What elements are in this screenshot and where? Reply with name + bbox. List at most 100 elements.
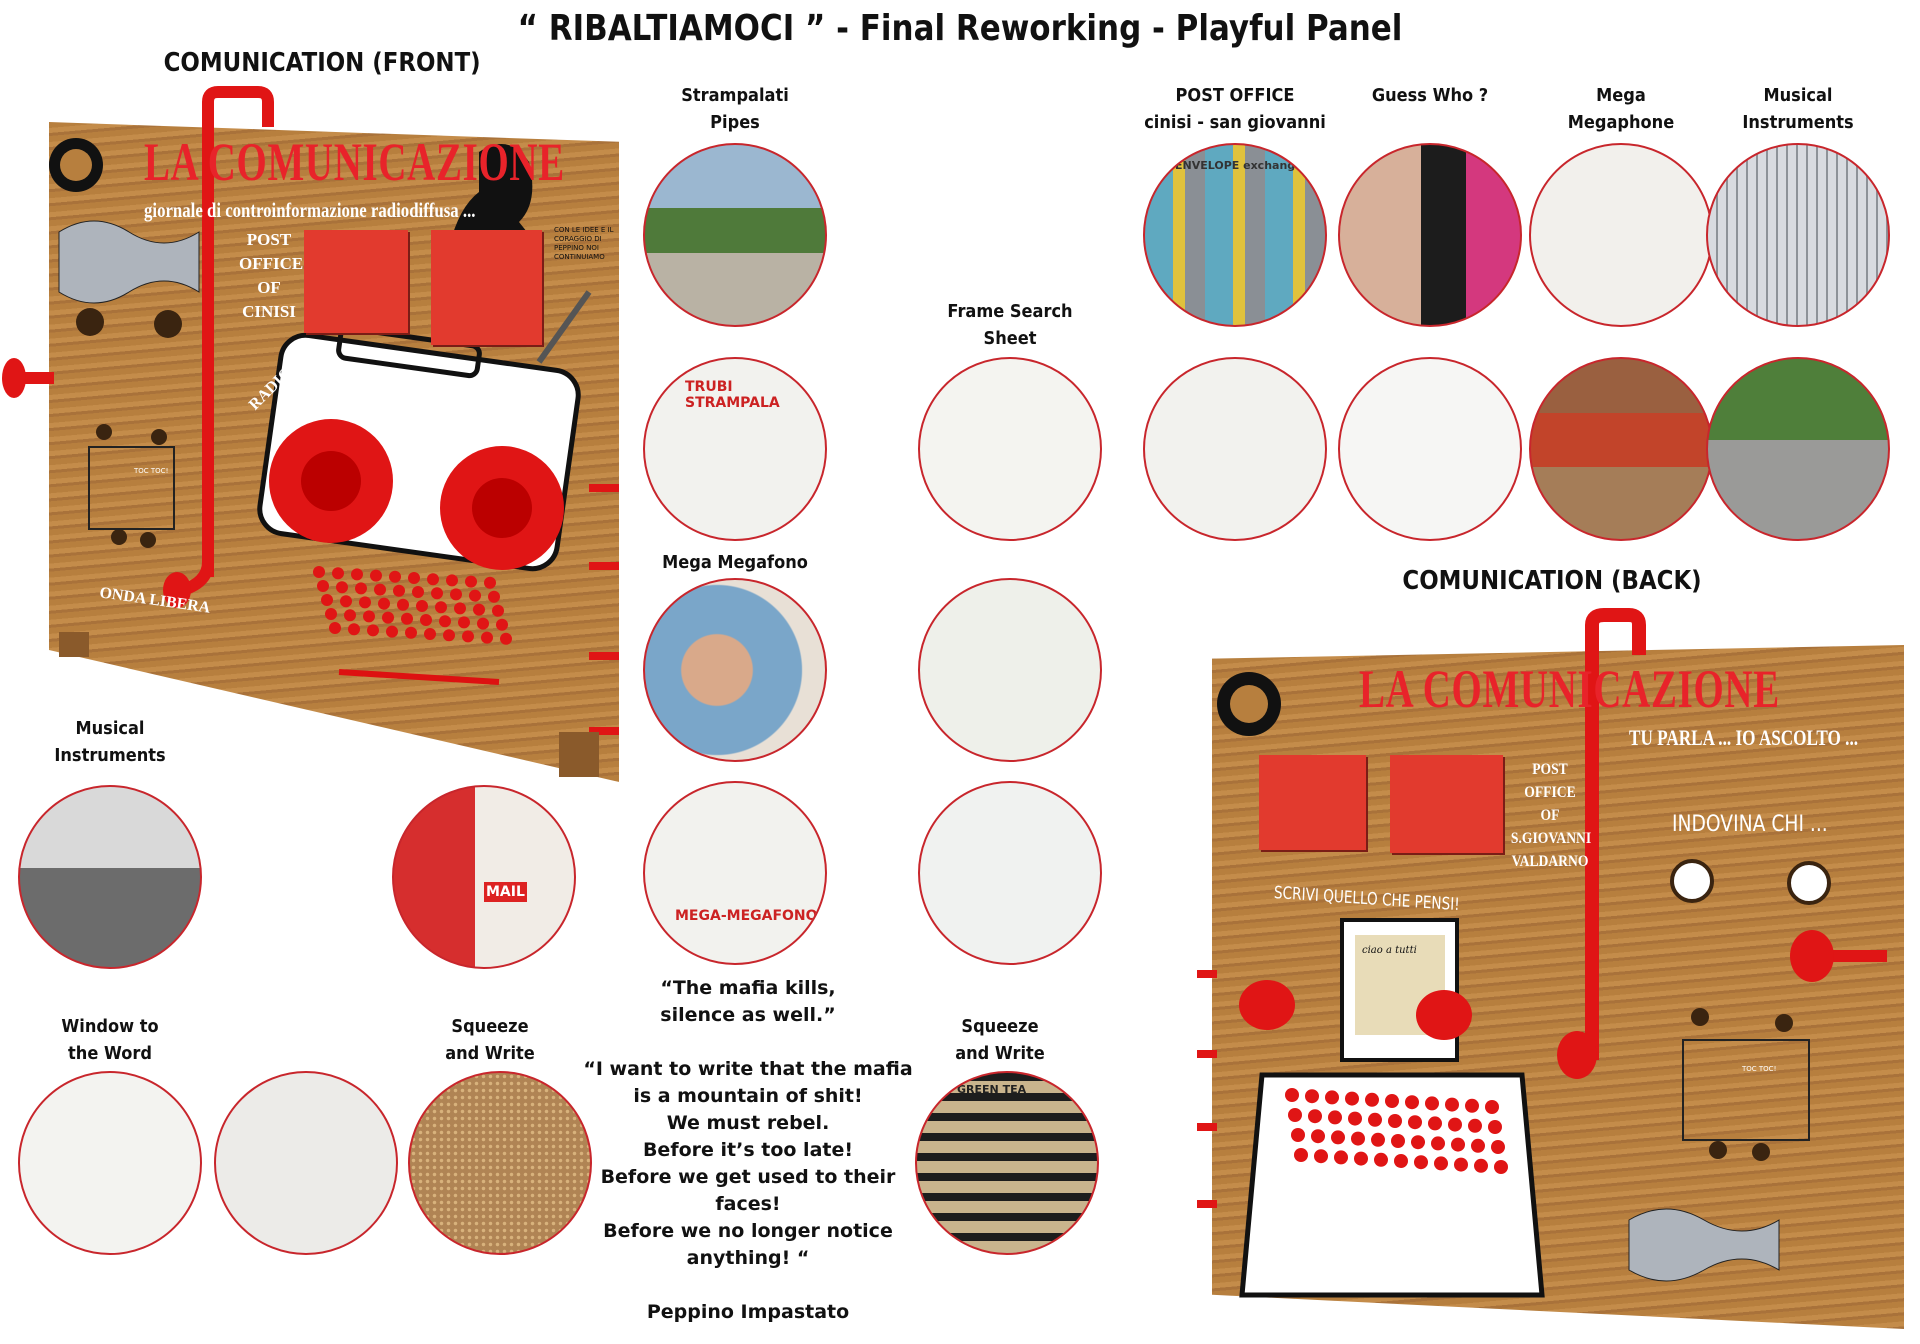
key (1428, 1116, 1442, 1131)
key (405, 626, 417, 639)
key (1448, 1117, 1462, 1132)
key (1394, 1154, 1408, 1168)
key (1328, 1110, 1342, 1125)
key (351, 568, 363, 581)
knock-box (88, 446, 175, 530)
sketch-post-office (1143, 357, 1327, 541)
key (408, 572, 420, 584)
quote-block: “The mafia kills,silence as well.”“I wan… (560, 975, 936, 1326)
quote-line: We must rebel. (666, 1112, 830, 1134)
key (1491, 1140, 1505, 1154)
key (1434, 1156, 1448, 1171)
photo-guess-who (1338, 143, 1522, 327)
wave-chimes-icon (58, 220, 200, 304)
key (1374, 1152, 1388, 1167)
paper-text: ciao a tutti (1362, 945, 1417, 956)
sketch-strampalati-pipes: TRUBI STRAMPALA (643, 357, 827, 541)
hand-mail-box[interactable] (431, 230, 542, 345)
key (1425, 1096, 1439, 1111)
key (389, 570, 401, 583)
key (382, 611, 394, 624)
key (412, 586, 424, 598)
sketch-window-blue (214, 1071, 398, 1255)
key (1451, 1137, 1465, 1152)
key (1351, 1131, 1365, 1146)
key (313, 566, 325, 578)
quote-line: anything! “ (686, 1247, 810, 1269)
key (332, 567, 344, 580)
key (469, 589, 481, 602)
back-panel-title: LA COMUNICAZIONE (1359, 659, 1780, 719)
key (348, 623, 360, 636)
photo-megaphone-horns (1529, 357, 1713, 541)
photo-mega-megafono (643, 578, 827, 762)
knock-box (1682, 1039, 1810, 1141)
photo-strampalati-pipes (643, 143, 827, 327)
key (496, 618, 508, 631)
hand-mail-box[interactable] (1390, 755, 1503, 853)
front-panel-graphics (2, 86, 619, 777)
quote-line: silence as well.” (660, 1004, 836, 1026)
sketch-frame-blue (918, 781, 1102, 965)
key (427, 573, 439, 586)
toc-toc-label: TOC TOC! (134, 467, 169, 475)
key (325, 608, 337, 620)
key (374, 583, 386, 596)
quote-author: Peppino Impastato (646, 1301, 850, 1323)
key (1488, 1120, 1502, 1134)
key (1445, 1097, 1459, 1112)
red-pipe (1585, 608, 1646, 1060)
key (1391, 1134, 1405, 1148)
key (317, 580, 329, 592)
key (329, 622, 341, 634)
key (443, 629, 455, 642)
key (462, 630, 474, 643)
key (378, 597, 390, 610)
sketch-guess-who (1338, 357, 1522, 541)
front-panel: LA COMUNICAZIONE giornale di controinfor… (2, 86, 619, 782)
back-panel: LA COMUNICAZIONE TU PARLA ... IO ASCOLTO… (1197, 608, 1904, 1329)
key (458, 616, 470, 629)
quote-line: “I want to write that the mafia (583, 1058, 913, 1080)
key (1431, 1136, 1445, 1151)
key (1494, 1160, 1508, 1174)
photo-park-pipes (1706, 357, 1890, 541)
mail-slot-box[interactable] (1259, 755, 1366, 850)
key (336, 581, 348, 594)
key (1345, 1091, 1359, 1106)
guess-who-label: INDOVINA CHI ... (1672, 812, 1828, 837)
key (1388, 1114, 1402, 1128)
page-title: “ RIBALTIAMOCI ” - Final Reworking - Pla… (517, 8, 1403, 49)
key (1414, 1155, 1428, 1170)
key (454, 602, 466, 615)
key (1288, 1108, 1302, 1122)
label-guess-who: Guess Who ? (1371, 85, 1489, 106)
quote-line: Before it’s too late! (642, 1139, 854, 1161)
key (1474, 1158, 1488, 1173)
key (1405, 1095, 1419, 1110)
key (1285, 1088, 1299, 1102)
red-pipe (202, 86, 274, 577)
key (1365, 1092, 1379, 1107)
key (481, 631, 493, 644)
sketch-frame-search (918, 357, 1102, 541)
key (386, 625, 398, 638)
key (1465, 1098, 1479, 1113)
back-heading: COMUNICATION (BACK) (1402, 566, 1702, 596)
key (355, 582, 367, 595)
key (401, 612, 413, 625)
key (492, 604, 504, 617)
quote-line: is a mountain of shit! (633, 1085, 863, 1107)
key (1311, 1129, 1325, 1144)
front-subtitle: giornale di controinformazione radiodiff… (144, 198, 476, 222)
key (1325, 1090, 1339, 1105)
key (1368, 1112, 1382, 1127)
mail-slot-box[interactable] (304, 230, 408, 333)
key (1305, 1089, 1319, 1104)
